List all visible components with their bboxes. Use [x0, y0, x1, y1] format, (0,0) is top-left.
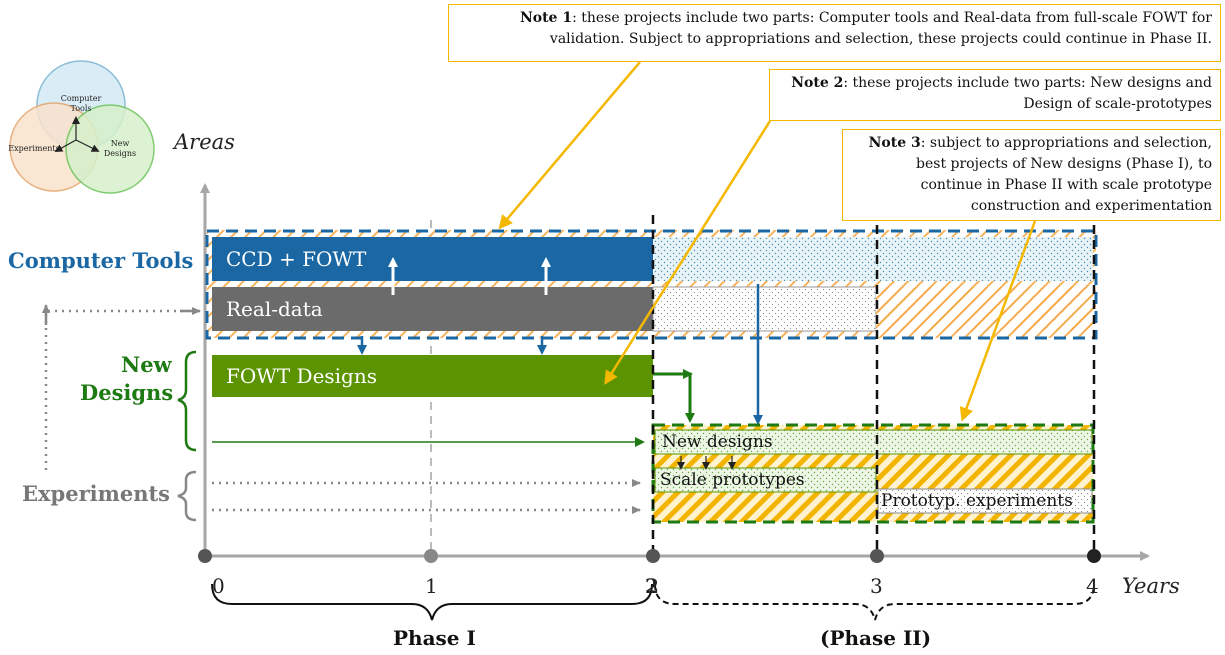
- bar-ccd-fowt-phase2: [653, 237, 1093, 281]
- note-1-text-1: : these projects include two parts: Comp…: [572, 10, 1212, 26]
- phase2-dashed-frame: [651, 423, 1095, 524]
- note-3-title: Note 3: [868, 135, 921, 151]
- bar-label-prototyp-experiments: Prototyp. experiments: [881, 491, 1073, 511]
- note-3: Note 3: subject to appropriations and se…: [842, 129, 1221, 221]
- venn-label-computer: Computer: [61, 94, 102, 103]
- bar-real-data-phase2-a: [652, 286, 877, 332]
- new-designs-brace: [177, 350, 197, 452]
- phase2-label: (Phase II): [820, 626, 932, 650]
- note-3-line-2: best projects of New designs (Phase I), …: [916, 156, 1212, 172]
- venn-label-tools: Tools: [70, 104, 91, 113]
- phase2-brace: [654, 583, 1095, 621]
- note-3-line-4: construction and experimentation: [970, 198, 1212, 214]
- computer-tools-dashed-frame: [205, 229, 1098, 340]
- tick-label-1: 1: [425, 574, 438, 598]
- note-3-text-1: : subject to appropriations and selectio…: [920, 135, 1212, 151]
- y-axis-label: Areas: [174, 130, 235, 154]
- note2-arrow: [604, 120, 772, 385]
- bar-ccd-fowt: [212, 237, 653, 281]
- venn-arrow-right: [75, 139, 100, 152]
- note-3-line-3: continue in Phase II with scale prototyp…: [920, 177, 1212, 193]
- tick-dot-2: [646, 549, 660, 563]
- phase1-brace: [211, 583, 653, 621]
- note1-arrow: [498, 61, 641, 230]
- tick-dot-1: [424, 549, 438, 563]
- venn-label-experiments: Experiments: [8, 144, 59, 153]
- tick-label-4: 4: [1086, 574, 1099, 598]
- note-2-line-2: Design of scale-prototypes: [1023, 96, 1212, 112]
- note-1-line-1: Note 1: these projects include two parts…: [457, 8, 1212, 29]
- tick-label-2: 2: [645, 574, 659, 598]
- green-arrow-elbow: [653, 372, 695, 423]
- category-computer-tools: Computer Tools: [8, 248, 194, 273]
- phase1-label: Phase I: [393, 626, 476, 650]
- bar-new-designs: [654, 429, 1093, 455]
- note-1-line-2: validation. Subject to appropriations an…: [549, 31, 1212, 47]
- tick-dot-3: [870, 549, 884, 563]
- bar-label-real-data: Real-data: [226, 297, 323, 321]
- venn-diagram: Computer Tools Experiments New Designs: [8, 60, 155, 194]
- tick-label-3: 3: [870, 574, 883, 598]
- bar-label-ccd-fowt: CCD + FOWT: [226, 247, 367, 271]
- bar-label-new-designs: New designs: [662, 432, 773, 452]
- venn-arrow-left: [54, 139, 77, 152]
- bar-prototyp-experiments: [877, 488, 1093, 514]
- bar-scale-prototypes: [654, 467, 877, 493]
- category-new-designs-line2: Designs: [80, 380, 174, 405]
- note-1-title: Note 1: [519, 10, 573, 26]
- bar-label-fowt-designs: FOWT Designs: [226, 364, 378, 388]
- note3-arrow: [959, 220, 1037, 422]
- tick-dot-4: [1087, 549, 1101, 563]
- venn-label-designs: Designs: [104, 149, 136, 158]
- note-2-title: Note 2: [791, 75, 844, 91]
- experiments-brace: [177, 470, 197, 522]
- venn-label-new: New: [111, 139, 130, 148]
- category-experiments: Experiments: [22, 481, 170, 506]
- bar-real-data: [212, 287, 653, 331]
- x-axis-label: Years: [1122, 574, 1180, 598]
- bar-fowt-designs: [212, 355, 653, 397]
- bar-real-data-phase2-b: [876, 287, 1093, 331]
- note-2-text-1: : these projects include two parts: New …: [843, 75, 1212, 91]
- venn-circle-new-designs: [65, 104, 155, 194]
- note-1: Note 1: these projects include two parts…: [448, 4, 1221, 62]
- bar-label-scale-prototypes: Scale prototypes: [660, 470, 805, 490]
- tick-label-0: 0: [212, 574, 225, 598]
- note-2-line-1: Note 2: these projects include two parts…: [778, 73, 1212, 94]
- note-2: Note 2: these projects include two parts…: [769, 69, 1221, 121]
- note-3-line-1: Note 3: subject to appropriations and se…: [851, 133, 1212, 154]
- category-new-designs-line1: New: [121, 352, 172, 377]
- tick-dot-0: [198, 549, 212, 563]
